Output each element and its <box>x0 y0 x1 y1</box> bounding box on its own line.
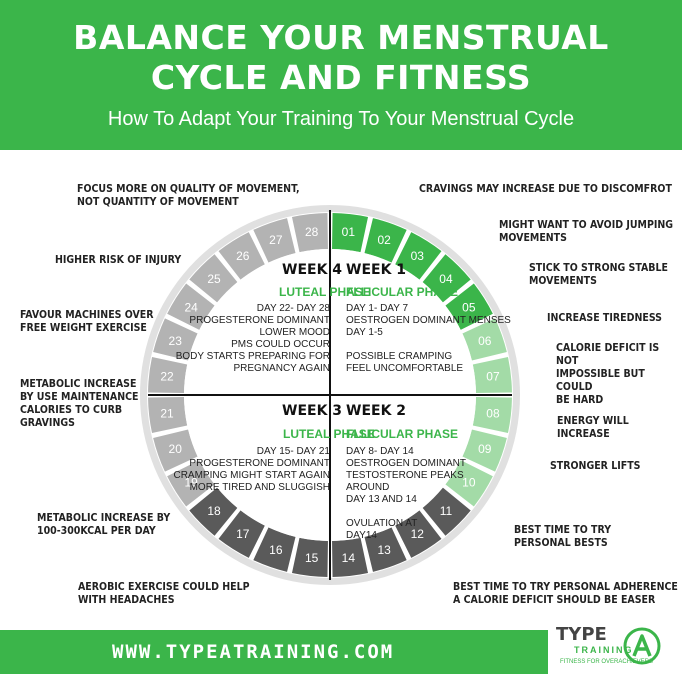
title-line-1: BALANCE YOUR MENSTRUAL <box>73 18 609 57</box>
week4-body: DAY 22- DAY 28 PROGESTERONE DOMINANT LOW… <box>175 303 330 374</box>
day-segment-21 <box>148 397 188 434</box>
day-number-27: 27 <box>269 233 283 247</box>
logo-type-text: TYPE <box>556 624 607 645</box>
note-machines: FAVOUR MACHINES OVER FREE WEIGHT EXERCIS… <box>20 309 154 334</box>
day-segment-09 <box>462 429 507 472</box>
logo-a-icon <box>623 627 661 665</box>
note-stable-movements: STICK TO STRONG STABLE MOVEMENTS <box>529 262 668 287</box>
note-avoid-jumping: MIGHT WANT TO AVOID JUMPING MOVEMENTS <box>499 219 674 244</box>
note-quality-movement: FOCUS MORE ON QUALITY OF MOVEMENT, NOT Q… <box>77 183 300 208</box>
note-tiredness: INCREASE TIREDNESS <box>547 312 662 324</box>
subtitle: How To Adapt Your Training To Your Menst… <box>107 108 575 130</box>
week1-body: DAY 1- DAY 7 OESTROGEN DOMINANT MENSES D… <box>346 303 511 374</box>
note-stronger-lifts: STRONGER LIFTS <box>550 460 641 472</box>
day-segment-23 <box>153 318 198 361</box>
logo-tagline: FITNESS FOR OVERACHIEVERS <box>560 659 654 665</box>
day-segment-04 <box>422 254 471 303</box>
day-segment-14 <box>332 537 369 577</box>
note-adherence: BEST TIME TO TRY PERSONAL ADHERENCE A CA… <box>453 581 678 606</box>
day-number-03: 03 <box>411 249 425 263</box>
day-number-09: 09 <box>478 442 492 456</box>
day-segment-06 <box>462 318 507 361</box>
day-segment-24 <box>167 283 215 330</box>
day-segment-26 <box>218 232 265 280</box>
week4-title: WEEK 4 <box>282 262 343 278</box>
day-segment-16 <box>253 527 296 572</box>
day-segment-22 <box>148 356 188 393</box>
note-injury: HIGHER RISK OF INJURY <box>55 254 182 266</box>
day-segment-27 <box>253 218 296 263</box>
day-number-19: 19 <box>184 475 198 489</box>
title-line-2: CYCLE AND FITNESS <box>150 58 532 97</box>
day-number-28: 28 <box>305 225 319 239</box>
week2-phase: FLLICULAR PHASE <box>346 427 458 441</box>
day-number-20: 20 <box>169 442 183 456</box>
day-number-18: 18 <box>207 504 221 518</box>
day-segment-15 <box>291 537 328 577</box>
note-energy: ENERGY WILL INCREASE <box>557 415 629 440</box>
note-cravings: CRAVINGS MAY INCREASE DUE TO DISCOMFROT <box>419 183 672 195</box>
day-number-04: 04 <box>439 272 453 286</box>
note-personal-bests: BEST TIME TO TRY PERSONAL BESTS <box>514 524 612 549</box>
day-segment-10 <box>445 460 493 507</box>
day-number-05: 05 <box>462 301 476 315</box>
week4-phase: LUTEAL PHASE <box>279 285 371 299</box>
logo-training-text: TRAINING <box>574 645 634 655</box>
day-segment-07 <box>472 356 512 393</box>
day-segment-17 <box>218 510 265 558</box>
day-number-13: 13 <box>377 543 391 557</box>
week3-phase: LUTEAL PHASE <box>283 427 375 441</box>
day-segments: 01 02 03 04 05 06 07 08 09 10 11 12 13 14 15 16 17 18 19 20… <box>148 213 512 577</box>
website-link[interactable]: WWW.TYPEATRAINING.COM <box>112 641 395 663</box>
day-number-12: 12 <box>411 527 425 541</box>
day-segment-01 <box>332 213 369 253</box>
week2-body: DAY 8- DAY 14 OESTROGEN DOMINANT TESTOST… <box>346 446 467 541</box>
note-metabolic-maintenance: METABOLIC INCREASE BY USE MAINTENANCE CA… <box>20 378 139 429</box>
day-number-07: 07 <box>486 370 500 384</box>
day-number-14: 14 <box>342 551 356 565</box>
note-metabolic-kcal: METABOLIC INCREASE BY 100-300KCAL PER DA… <box>37 512 171 537</box>
week2-title: WEEK 2 <box>346 403 407 419</box>
day-number-06: 06 <box>478 334 492 348</box>
day-segment-02 <box>364 218 407 263</box>
day-segment-03 <box>395 232 442 280</box>
note-aerobic: AEROBIC EXERCISE COULD HELP WITH HEADACH… <box>78 581 250 606</box>
day-number-17: 17 <box>236 527 250 541</box>
week1-phase: FLLICULAR PHASE <box>346 285 458 299</box>
week3-title: WEEK 3 <box>282 403 343 419</box>
day-number-21: 21 <box>160 406 174 420</box>
week1-title: WEEK 1 <box>346 262 407 278</box>
day-segment-12 <box>395 510 442 558</box>
day-segment-11 <box>422 487 471 536</box>
day-number-02: 02 <box>377 233 391 247</box>
day-segment-05 <box>445 283 493 330</box>
day-segment-28 <box>291 213 328 253</box>
day-segment-13 <box>364 527 407 572</box>
day-number-22: 22 <box>160 370 174 384</box>
note-calorie-deficit: CALORIE DEFICIT IS NOT IMPOSSIBLE BUT CO… <box>556 342 660 406</box>
day-number-01: 01 <box>342 225 356 239</box>
day-number-11: 11 <box>440 504 453 518</box>
day-number-10: 10 <box>462 475 476 489</box>
day-number-08: 08 <box>486 406 500 420</box>
day-number-24: 24 <box>184 301 198 315</box>
day-segment-18 <box>189 487 238 536</box>
day-number-16: 16 <box>269 543 283 557</box>
day-number-23: 23 <box>169 334 183 348</box>
day-segment-20 <box>153 429 198 472</box>
day-segment-19 <box>167 460 215 507</box>
week3-body: DAY 15- DAY 21 PROGESTERONE DOMINANT CRA… <box>173 446 330 493</box>
day-number-26: 26 <box>236 249 250 263</box>
day-number-25: 25 <box>207 272 221 286</box>
day-number-15: 15 <box>305 551 319 565</box>
day-segment-08 <box>472 397 512 434</box>
header-banner <box>0 0 682 150</box>
day-segment-25 <box>189 254 238 303</box>
